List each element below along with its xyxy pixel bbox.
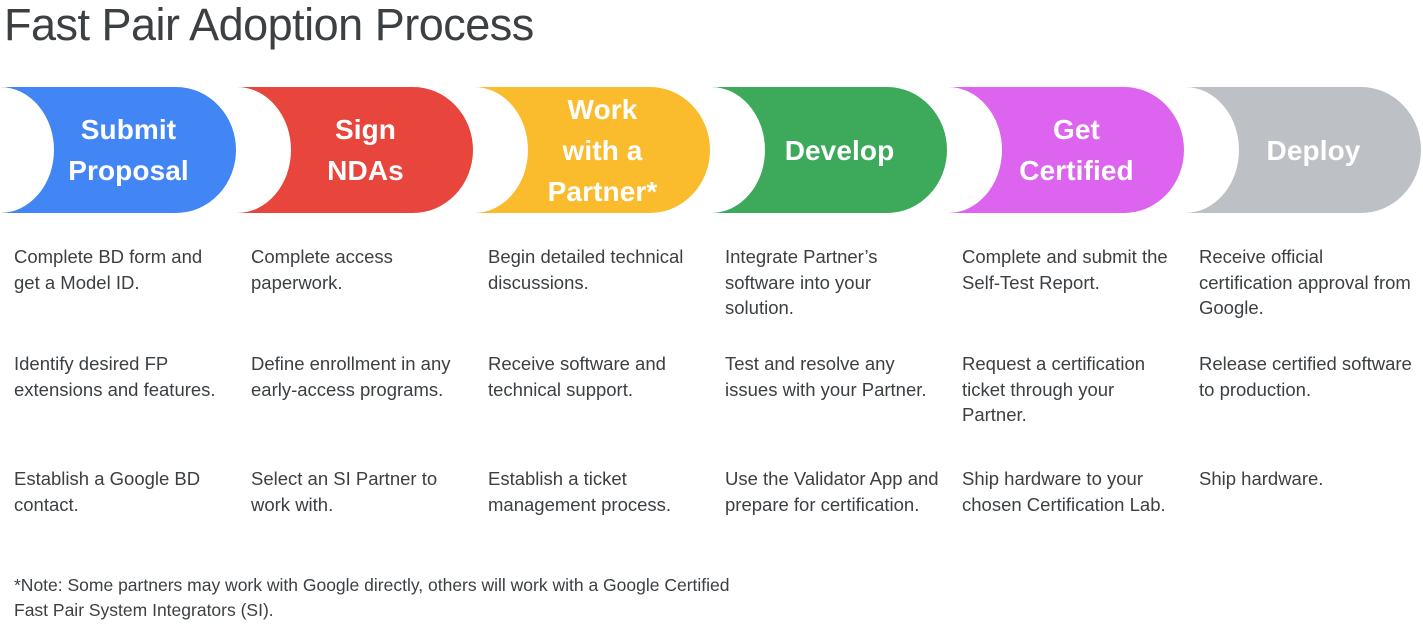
chevron-path-3 [711,87,947,213]
bullet-item: Select an SI Partner to work with. [251,468,438,515]
chevron-path-1 [237,87,473,213]
stage-banner-sign-ndas[interactable]: Sign NDAs [237,87,474,213]
bullet-item: Define enrollment in any early-access pr… [251,353,451,400]
stage-label-deploy: Deploy [1266,134,1361,166]
process-stage-banner-row: Submit Proposal Sign NDAs Work with a Pa… [0,87,1423,213]
bullet-item: Test and resolve any issues with your Pa… [725,353,927,400]
chevron-path-0 [0,87,236,213]
footnote-text: *Note: Some partners may work with Googl… [14,575,730,620]
bullet-item: Complete and submit the Self-Test Report… [962,246,1168,293]
bullet-item: Complete BD form and get a Model ID. [14,246,203,293]
stage-label-develop: Develop [784,134,895,166]
chevron-shape-icon [1185,87,1421,213]
chevron-path-4 [948,87,1184,213]
stage-label-get-certified: Get Certified [1019,114,1134,186]
bullet-item: Complete access paperwork. [251,246,393,293]
stage-banner-deploy[interactable]: Deploy [1185,87,1422,213]
bullet-item: Ship hardware to your chosen Certificati… [962,468,1166,515]
bullet-item: Ship hardware. [1199,468,1324,489]
stage-label-work-with-a-partner: Work with a Partner* [547,93,658,207]
chevron-shape-icon [711,87,947,213]
stage-label-sign-ndas: Sign NDAs [327,114,404,186]
stage-banner-get-certified[interactable]: Get Certified [948,87,1185,213]
bullet-item: Request a certification ticket through y… [962,353,1146,425]
bullet-item: Establish a ticket management process. [488,468,672,515]
stage-banner-work-with-a-partner[interactable]: Work with a Partner* [474,87,711,213]
chevron-path-2 [474,87,710,213]
chevron-shape-icon [948,87,1184,213]
stage-banner-submit-proposal[interactable]: Submit Proposal [0,87,237,213]
bullet-item: Integrate Partner’s software into your s… [725,246,878,318]
chevron-shape-icon [474,87,710,213]
chevron-path-5 [1185,87,1421,213]
stage-label-submit-proposal: Submit Proposal [68,114,189,186]
bullet-item: Use the Validator App and prepare for ce… [725,468,939,515]
page-title: Fast Pair Adoption Process [4,0,534,50]
chevron-shape-icon [237,87,473,213]
bullet-item: Receive software and technical support. [488,353,666,400]
bullet-item: Release certified software to production… [1199,353,1412,400]
bullet-item: Begin detailed technical discussions. [488,246,684,293]
stage-banner-develop[interactable]: Develop [711,87,948,213]
bullet-item: Identify desired FP extensions and featu… [14,353,216,400]
chevron-shape-icon [0,87,236,213]
bullet-item: Receive official certification approval … [1199,246,1411,318]
bullet-item: Establish a Google BD contact. [14,468,201,515]
stage-bullet-grid: Complete BD form and get a Model ID. Ide… [0,238,1423,558]
